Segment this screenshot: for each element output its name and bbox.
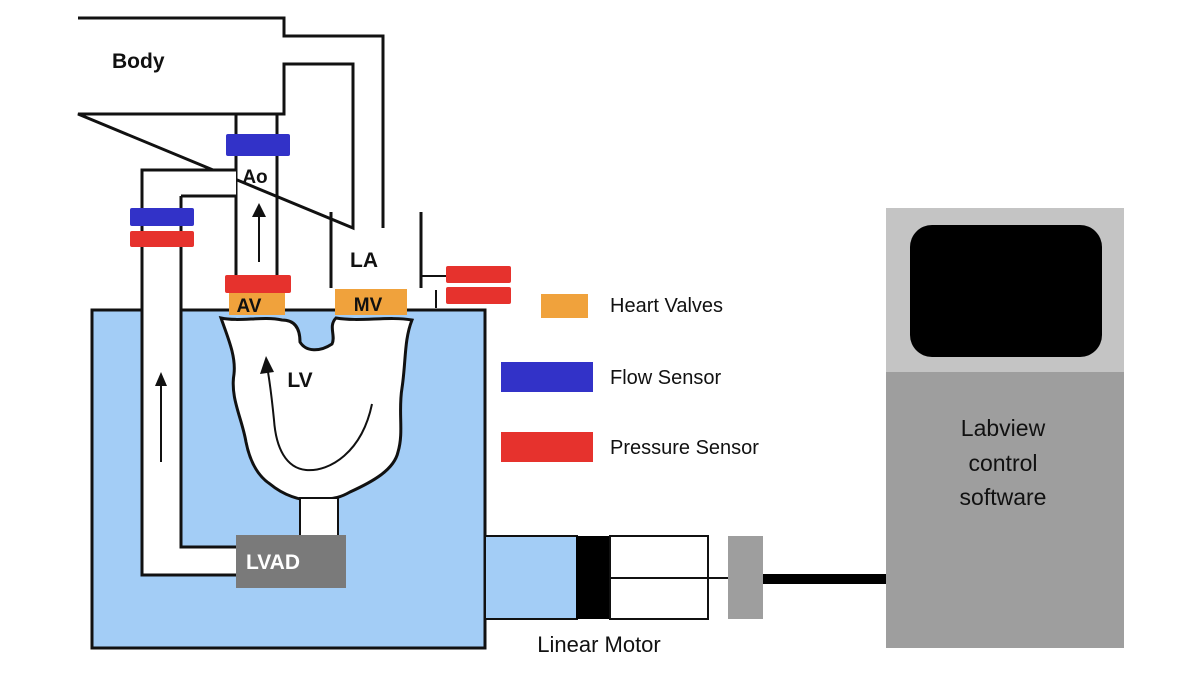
label-mitral-valve: MV — [354, 295, 383, 316]
label-aorta: Ao — [242, 167, 267, 188]
labview-screen — [910, 225, 1102, 357]
legend-flow-sensor-swatch — [501, 362, 593, 392]
lvad-flow-arrowhead — [155, 372, 167, 386]
label-labview-line3: software — [960, 484, 1047, 510]
pressure-sensor-aortic — [225, 275, 291, 293]
piston-head — [576, 536, 610, 619]
legend-flow-sensor-label: Flow Sensor — [610, 367, 721, 389]
lvad-box — [236, 535, 346, 588]
aortic-valve — [229, 293, 285, 315]
flow-sensor-aorta — [226, 134, 290, 156]
label-lvad: LVAD — [246, 551, 300, 574]
label-labview-line1: Labview — [961, 415, 1046, 441]
mitral-valve — [335, 289, 407, 315]
legend-pressure-sensor-swatch — [501, 432, 593, 462]
legend-pressure-sensor-label: Pressure Sensor — [610, 437, 759, 459]
label-aortic-valve: AV — [237, 296, 262, 317]
lv-flow-arrowhead — [260, 356, 274, 374]
lvad-outflow-tube-lines — [140, 168, 236, 577]
aorta-flow-arrowhead — [252, 203, 266, 217]
label-body: Body — [112, 50, 165, 73]
aorta-upper-tube — [234, 114, 279, 134]
pressure-sensor-lvad-tube — [130, 231, 194, 247]
body-chamber-outline — [77, 16, 385, 231]
legend-heart-valve-swatch — [541, 294, 588, 318]
motor-block — [728, 536, 763, 619]
pressure-sensor-la-1 — [446, 266, 511, 283]
legend-heart-valves-label: Heart Valves — [610, 295, 723, 317]
lv-flow-arrow — [267, 371, 373, 472]
lvad-tube-fill-top — [143, 171, 236, 196]
label-linear-motor: Linear Motor — [537, 632, 661, 657]
lvad-tube-fill-bottom — [143, 548, 236, 575]
labview-computer-body — [886, 372, 1124, 648]
piston-water-chamber — [484, 535, 578, 620]
label-labview-line2: control — [968, 450, 1037, 476]
label-left-atrium: LA — [350, 249, 378, 272]
lvad-inflow-cannula — [299, 497, 339, 537]
flow-sensor-lvad-tube — [130, 208, 194, 226]
pressure-sensor-la-2 — [446, 287, 511, 304]
la-pressure-line — [421, 275, 446, 308]
motor-drive-shaft — [763, 574, 886, 584]
label-left-ventricle: LV — [287, 369, 312, 392]
